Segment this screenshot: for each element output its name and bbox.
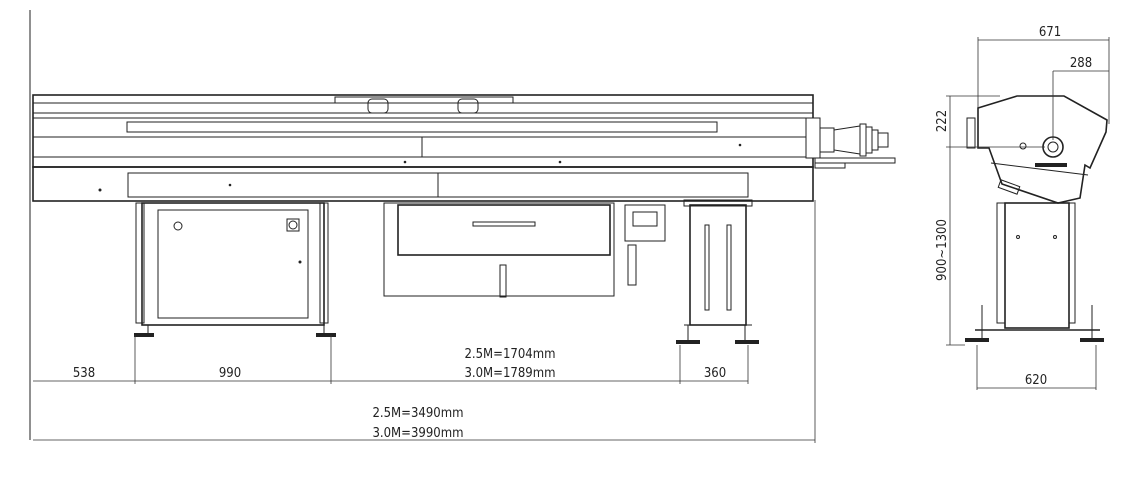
- drawer-unit: [383, 202, 615, 298]
- side-view: 671 288 222 900~1300 620: [935, 25, 1110, 390]
- support-leg: [676, 199, 759, 344]
- dim-990: 990: [219, 366, 241, 381]
- front-dimensions: 538 990 2.5M=1704mm 3.0M=1789mm 360 2.5M…: [33, 200, 816, 443]
- dim-222: 222: [935, 110, 950, 132]
- top-rail: [32, 94, 814, 168]
- dim-620: 620: [1025, 373, 1047, 388]
- dim-middle-25: 2.5M=1704mm: [464, 347, 555, 362]
- side-cabinet: [1004, 202, 1070, 329]
- control-panel: [624, 204, 666, 286]
- dim-288: 288: [1070, 56, 1092, 71]
- side-dimensions: 671 288 222 900~1300 620: [935, 25, 1110, 390]
- dim-total-30: 3.0M=3990mm: [372, 426, 463, 441]
- dim-538: 538: [73, 366, 95, 381]
- lower-beam: [32, 143, 814, 202]
- side-bracket: [966, 117, 976, 149]
- pusher-head: [805, 117, 896, 169]
- control-cabinet: [134, 202, 336, 337]
- dim-360: 360: [704, 366, 726, 381]
- dim-total-25: 2.5M=3490mm: [372, 406, 463, 421]
- feeder-head: [977, 95, 1108, 204]
- dim-671: 671: [1039, 25, 1061, 40]
- dim-middle-30: 3.0M=1789mm: [464, 366, 555, 381]
- front-view: 538 990 2.5M=1704mm 3.0M=1789mm 360 2.5M…: [32, 94, 896, 443]
- dim-900-1300: 900~1300: [935, 219, 950, 281]
